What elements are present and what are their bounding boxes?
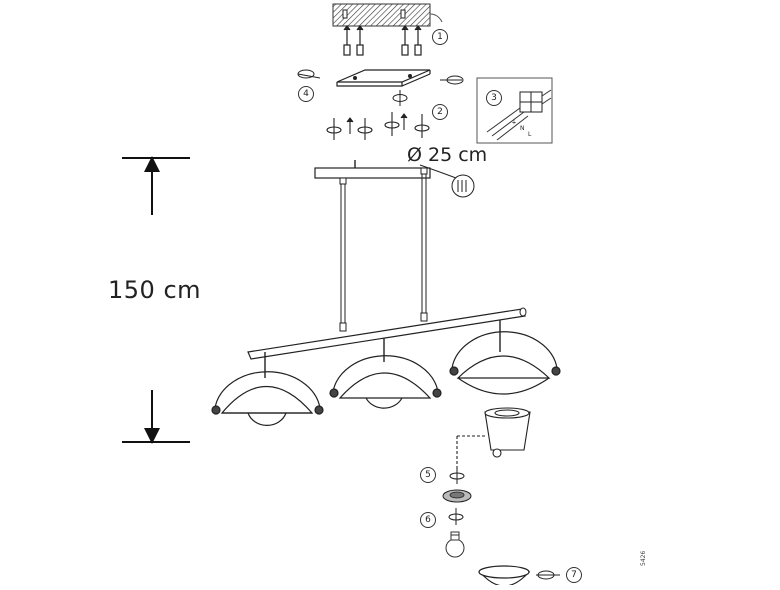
live-label: L: [528, 131, 532, 138]
step-marker-5: 5: [420, 467, 436, 483]
step-marker-1: 1: [432, 29, 448, 45]
diameter-dimension-label: Ø 25 cm: [407, 144, 488, 166]
rotate-icon: [448, 468, 560, 580]
socket-ring: [456, 407, 531, 470]
mounting-bracket: [336, 69, 431, 87]
height-dimension-label: 150 cm: [108, 276, 202, 304]
suspension-cables: [339, 167, 428, 332]
step-marker-7: 7: [566, 567, 582, 583]
rotate-icon: [297, 69, 464, 106]
canopy-bar: [314, 160, 431, 179]
main-rail: [247, 307, 527, 360]
earth-label: ⏚: [511, 119, 517, 126]
screw-icon: [343, 25, 422, 56]
socket-ring: [442, 489, 472, 503]
step-marker-3: 3: [486, 90, 502, 106]
step-marker-2: 2: [432, 104, 448, 120]
pendant-shade: [211, 320, 561, 426]
product-code: 5426: [640, 550, 647, 566]
step-marker-4: 4: [298, 86, 314, 102]
light-bulb-icon: [445, 531, 465, 558]
height-dimension: [122, 156, 190, 444]
diameter-leader: [419, 164, 475, 198]
shade-cup: [478, 565, 531, 587]
step-marker-6: 6: [420, 512, 436, 528]
terminal-block-icon: [476, 77, 553, 144]
screw-icon: [326, 112, 430, 140]
neutral-label: N: [520, 125, 525, 132]
ceiling-block: [332, 3, 443, 27]
